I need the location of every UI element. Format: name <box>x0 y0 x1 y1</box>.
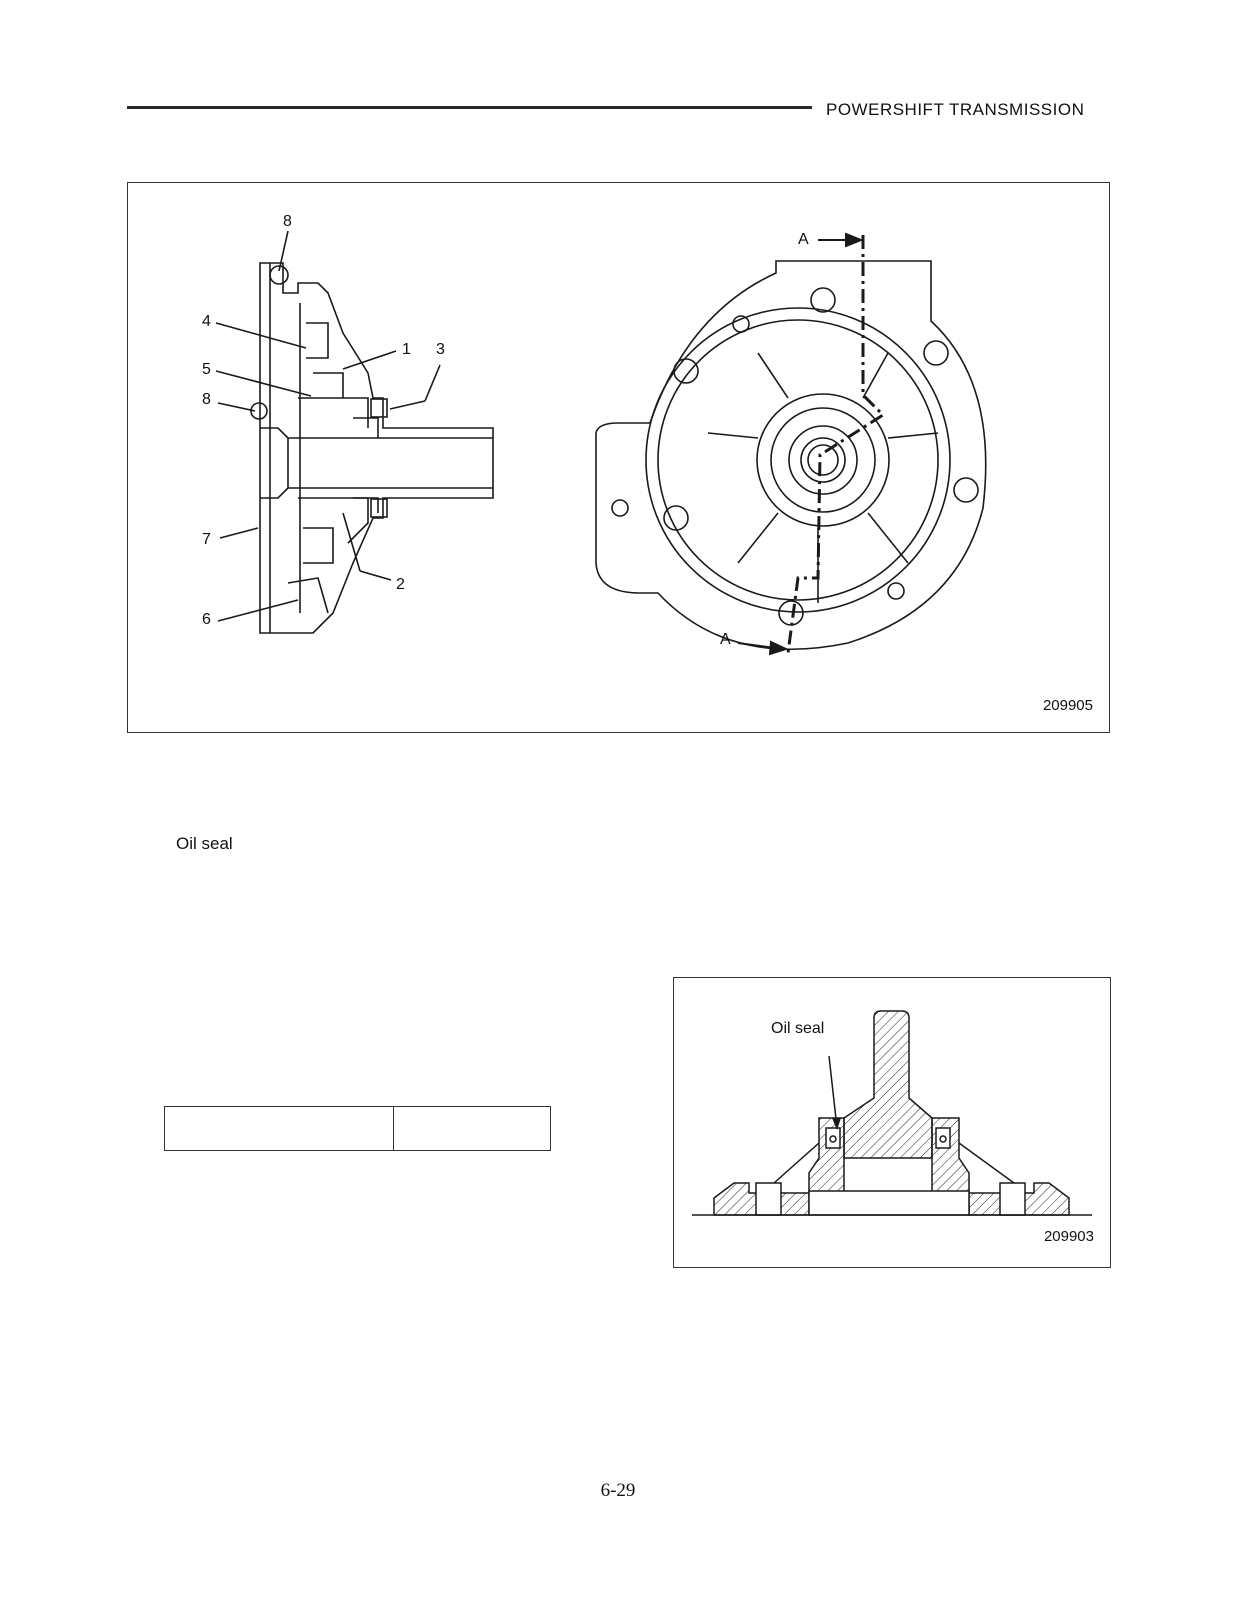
figure-number: 209905 <box>1042 697 1093 714</box>
section-mark-a-bottom: A <box>720 631 731 648</box>
callout-3: 3 <box>436 341 445 358</box>
figure-pump-assembly: 8 4 1 3 5 8 7 2 6 A A 209905 <box>127 182 1110 733</box>
table-cell <box>164 1106 394 1151</box>
table-row <box>164 1106 551 1151</box>
header-rule <box>127 106 812 109</box>
oil-seal-section-drawing <box>692 1010 1092 1216</box>
callout-8-mid: 8 <box>202 391 211 408</box>
callout-2: 2 <box>396 576 405 593</box>
figure-oil-seal-section: Oil seal 209903 <box>673 977 1111 1268</box>
pump-assembly-drawing <box>215 230 987 656</box>
running-header: POWERSHIFT TRANSMISSION <box>826 100 1085 119</box>
section-label-oil-seal: Oil seal <box>176 834 233 853</box>
callout-6: 6 <box>202 611 211 628</box>
callout-4: 4 <box>202 313 211 330</box>
callout-5: 5 <box>202 361 211 378</box>
section-mark-a-top: A <box>798 231 809 248</box>
page-number: 6-29 <box>600 1480 636 1501</box>
table-cell <box>393 1106 551 1151</box>
figure-number: 209903 <box>1043 1228 1094 1245</box>
callout-7: 7 <box>202 531 211 548</box>
callout-oil-seal: Oil seal <box>771 1020 825 1037</box>
callout-1: 1 <box>402 341 411 358</box>
spec-table <box>164 1106 551 1151</box>
callout-8-top: 8 <box>283 213 292 230</box>
